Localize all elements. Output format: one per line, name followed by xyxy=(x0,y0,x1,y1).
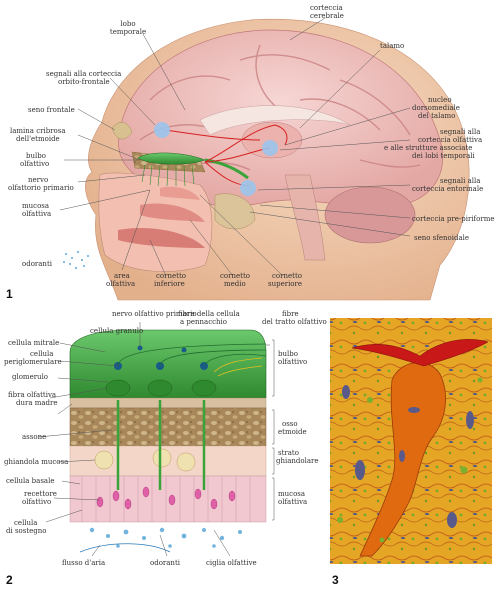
panel-1-leader-lines xyxy=(59,17,411,277)
airflow-arrow xyxy=(79,543,171,553)
label-ghiandola-mucosa: ghiandola mucosa xyxy=(4,458,68,466)
label-cellula-granulo: cellula granulo xyxy=(90,327,143,335)
middle-turbinate xyxy=(140,203,205,222)
label-cellula-mitrale: cellula mitrale xyxy=(8,339,59,347)
tufted-fibers xyxy=(213,357,263,377)
panel-number-2: 2 xyxy=(6,573,13,587)
label-glomerulo: glomerulo xyxy=(12,373,48,381)
brain-gyri xyxy=(139,44,421,171)
label-seno-sfenoidale: seno sfenoidale xyxy=(414,234,469,242)
panel-number-3: 3 xyxy=(332,573,339,587)
label-assone: assone xyxy=(22,433,46,441)
olfactory-nerve-fibers xyxy=(141,164,195,187)
tract-fibers xyxy=(117,343,267,367)
superior-turbinate xyxy=(160,186,200,200)
panel-2-labels: nervo olfattivo primario cellula granulo… xyxy=(4,310,327,587)
glomeruli xyxy=(105,379,217,397)
label-seno-frontale: seno frontale xyxy=(28,106,75,114)
vesicles xyxy=(337,377,483,543)
orbitofrontal-signal-marker xyxy=(154,122,170,138)
thalamus-signal-marker xyxy=(262,140,278,156)
cilia-tuft xyxy=(351,339,489,367)
label-cellula-basale: cellula basale xyxy=(6,477,55,485)
label-odoranti-1: odoranti xyxy=(22,260,53,268)
dura-layer xyxy=(69,397,267,409)
axon-columns xyxy=(116,400,206,490)
panel-3-micrograph: 3 xyxy=(330,318,492,587)
panel-number-1: 1 xyxy=(6,287,13,301)
mucous-gland xyxy=(94,450,114,470)
frontal-sinus xyxy=(111,122,133,140)
layer-brackets xyxy=(272,339,275,521)
corpus-callosum xyxy=(199,105,351,136)
label-odoranti-2: odoranti xyxy=(150,559,181,567)
label-nervo-olfattivo-primario: nervo olfattivo primario xyxy=(112,310,197,318)
brainstem xyxy=(284,174,326,261)
entorhinal-signal-marker xyxy=(240,180,256,196)
mucous-gland xyxy=(152,448,172,468)
panel-2-epithelium-illustration xyxy=(69,329,267,553)
sphenoid-sinus xyxy=(214,193,256,230)
cerebellum xyxy=(324,186,416,244)
label-ciglia-olfattive: ciglia olfattive xyxy=(206,559,257,567)
label-flusso-aria: flusso d'aria xyxy=(62,559,105,567)
panel-1-head-illustration xyxy=(63,18,470,301)
label-talamo: talamo xyxy=(380,42,404,50)
organelles xyxy=(342,385,474,528)
olfactory-receptors xyxy=(96,486,236,510)
mucus-odorants xyxy=(89,527,242,548)
label-corteccia-pre-piriforme: corteccia pre-piriforme xyxy=(412,215,495,223)
panel-2-leader-lines xyxy=(37,322,270,557)
mucous-gland xyxy=(176,452,196,472)
inferior-turbinate xyxy=(118,228,205,248)
nasal-cavity xyxy=(98,172,213,272)
odorant-particles xyxy=(63,251,89,269)
ethmoid-bone-layer xyxy=(69,407,267,447)
